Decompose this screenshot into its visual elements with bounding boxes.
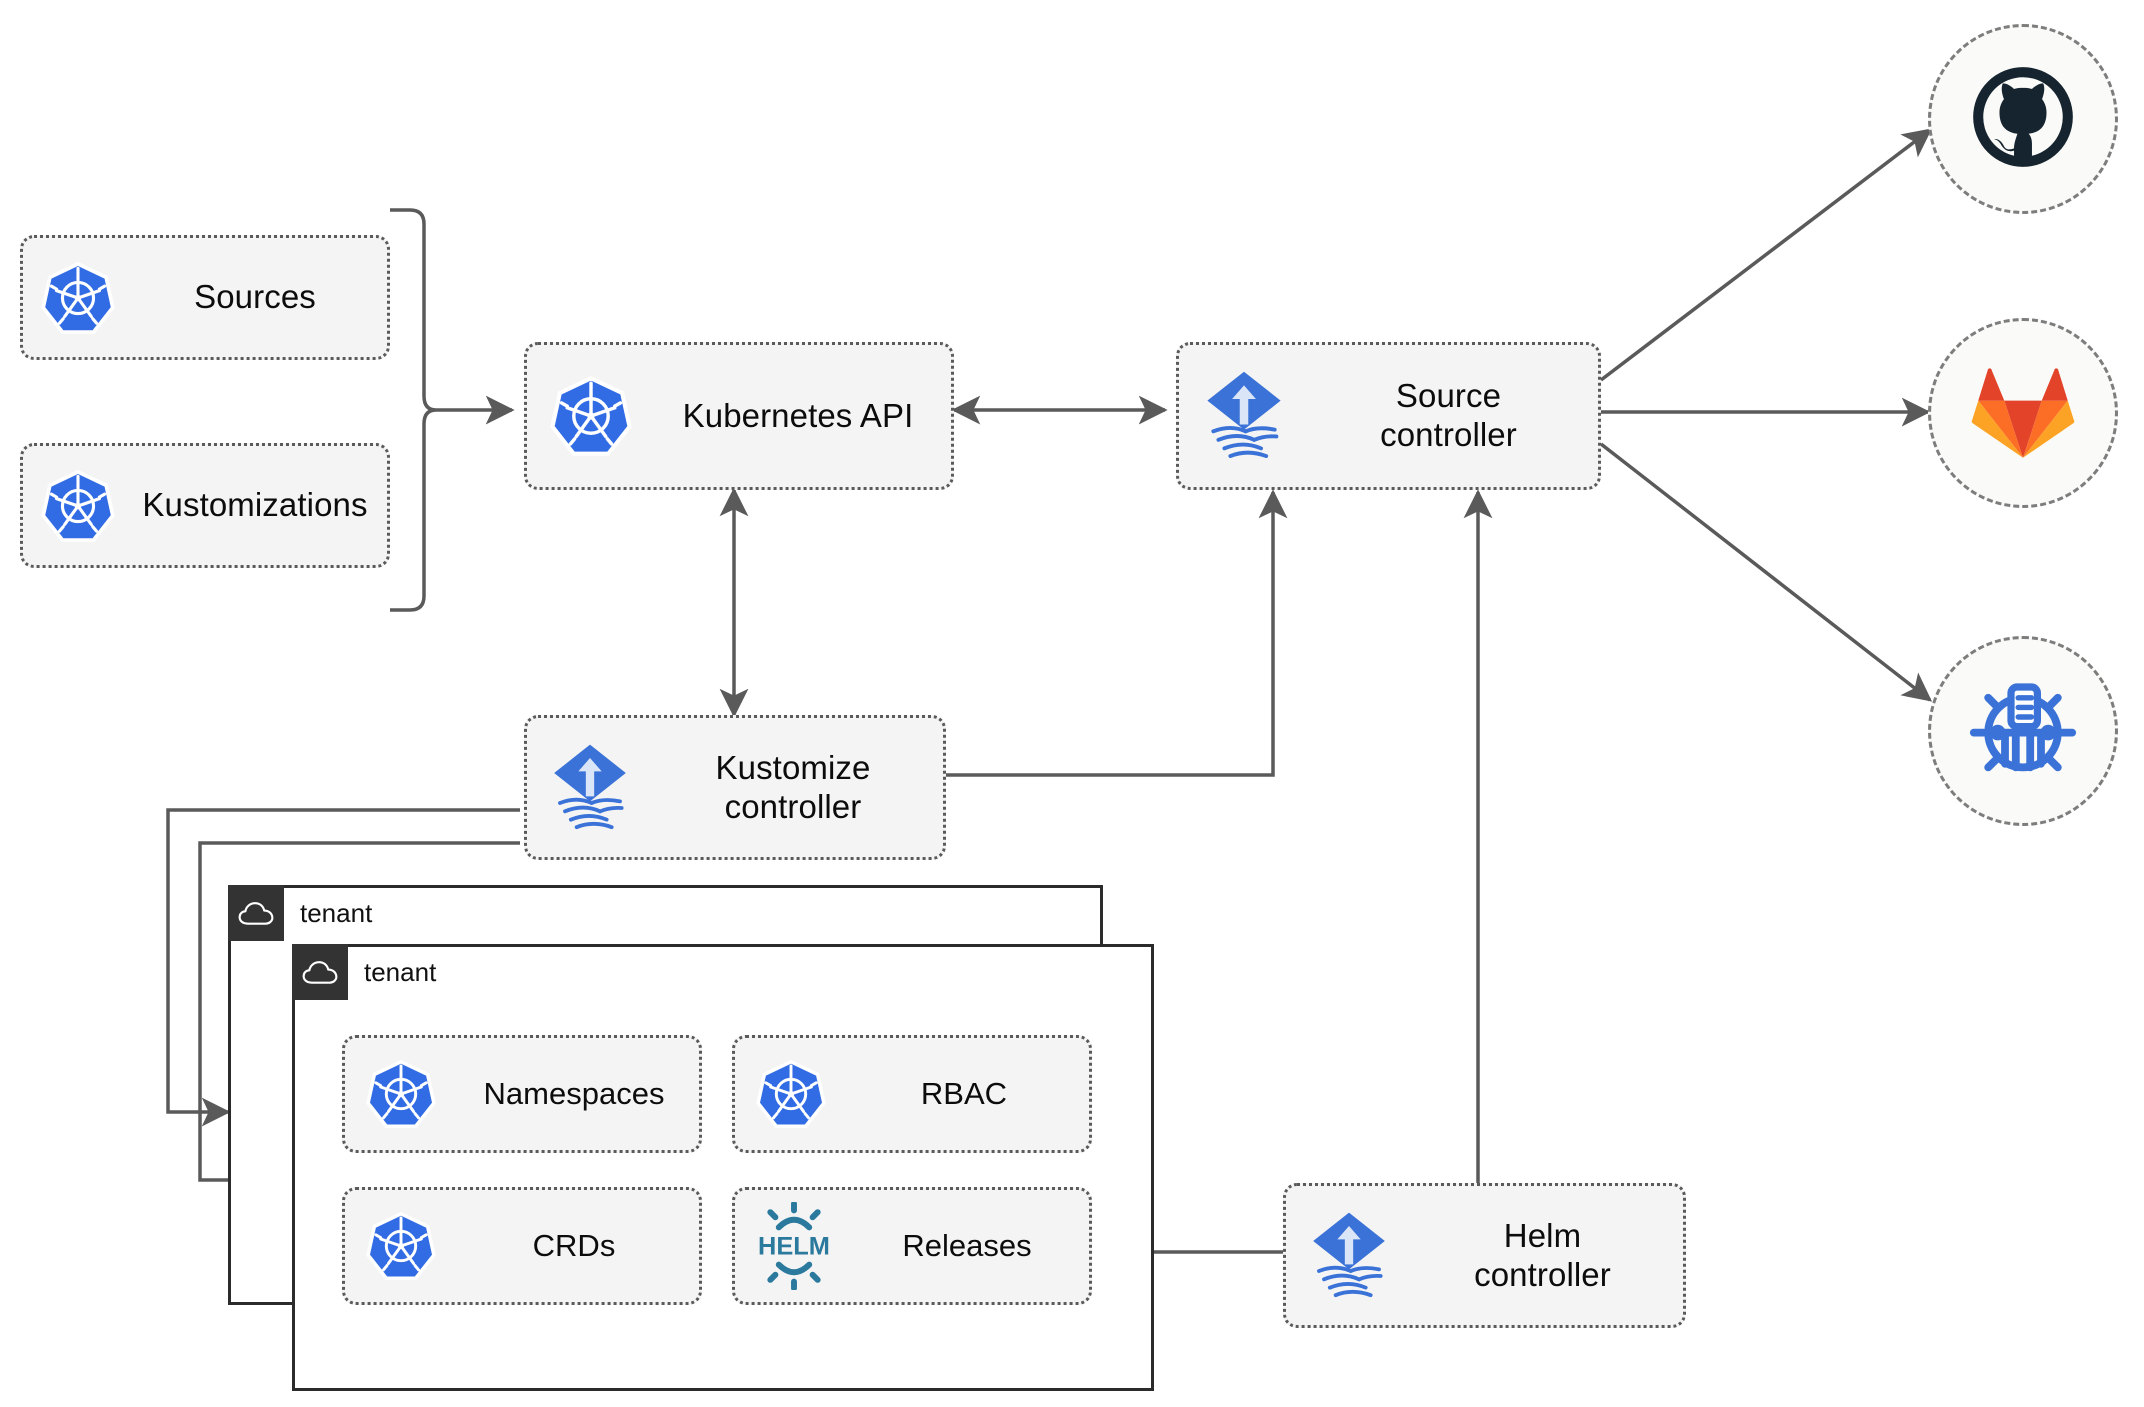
helm-wordmark: HELM	[758, 1232, 830, 1260]
node-kustomize-controller[interactable]: Kustomize controller	[524, 715, 946, 860]
node-helm-controller-label: Helm controller	[1412, 1217, 1683, 1295]
node-kubernetes-api[interactable]: Kubernetes API	[524, 342, 954, 490]
flux-icon	[1179, 370, 1309, 462]
resource-namespaces-label: Namespaces	[483, 1076, 665, 1111]
kubernetes-icon	[345, 1059, 457, 1129]
kubernetes-icon	[735, 1059, 847, 1129]
kubernetes-icon	[527, 375, 655, 457]
gitlab-icon	[1971, 361, 2075, 466]
helm-controller-line2: controller	[1474, 1255, 1611, 1293]
tenant-panel-2-header: tenant	[292, 944, 436, 1000]
resource-crds[interactable]: CRDs	[342, 1187, 702, 1305]
edge-kustomizecontroller-tenant-1	[166, 808, 520, 1127]
tenant-panel-1-header: tenant	[228, 885, 372, 941]
node-source-controller-label: Source controller	[1309, 377, 1598, 455]
resource-rbac[interactable]: RBAC	[732, 1035, 1092, 1153]
tenant-panel-1-name: tenant	[300, 897, 373, 928]
node-source-controller[interactable]: Source controller	[1176, 342, 1601, 490]
kubernetes-icon	[345, 1211, 457, 1281]
kustomize-controller-line2: controller	[724, 787, 862, 825]
node-sources[interactable]: Sources	[20, 235, 390, 360]
source-controller-line2: controller	[1380, 416, 1517, 453]
resource-releases[interactable]: HELM Releases	[732, 1187, 1092, 1305]
resource-namespaces[interactable]: Namespaces	[342, 1035, 702, 1153]
edge-sourcecontroller-github	[1599, 128, 1933, 382]
tenant-panel-2[interactable]: tenant	[292, 944, 1154, 1391]
node-kustomizations-label: Kustomizations	[142, 486, 368, 524]
flux-icon	[527, 743, 653, 833]
resource-rbac-label: RBAC	[920, 1076, 1008, 1111]
node-kustomizations[interactable]: Kustomizations	[20, 443, 390, 568]
node-helm-controller[interactable]: Helm controller	[1283, 1183, 1686, 1328]
cloud-icon	[228, 885, 284, 941]
source-controller-line1: Source	[1395, 377, 1502, 415]
node-kubernetes-api-label: Kubernetes API	[682, 396, 914, 434]
endpoint-gitlab[interactable]	[1928, 318, 2118, 508]
resource-crds-label: CRDs	[532, 1228, 616, 1263]
kustomize-controller-line1: Kustomize	[715, 748, 871, 786]
endpoint-helm-repository[interactable]	[1928, 636, 2118, 826]
helm-repository-icon	[1963, 669, 2083, 794]
helm-icon: HELM	[735, 1202, 853, 1290]
cloud-icon	[292, 944, 348, 1000]
tenant-panel-2-name: tenant	[364, 956, 437, 987]
edge-kustomizecontroller-sourcecontroller	[946, 489, 1288, 777]
kubernetes-icon	[23, 469, 133, 543]
github-icon	[1967, 61, 2079, 178]
kubernetes-icon	[23, 261, 133, 335]
endpoint-github[interactable]	[1928, 24, 2118, 214]
helm-controller-line1: Helm	[1503, 1216, 1582, 1254]
group-bracket	[390, 208, 437, 612]
node-kustomize-controller-label: Kustomize controller	[653, 749, 943, 827]
edge-sourcecontroller-helmrepo	[1599, 442, 1933, 702]
node-sources-label: Sources	[194, 278, 316, 316]
resource-releases-label: Releases	[902, 1228, 1032, 1263]
flux-icon	[1286, 1211, 1412, 1301]
